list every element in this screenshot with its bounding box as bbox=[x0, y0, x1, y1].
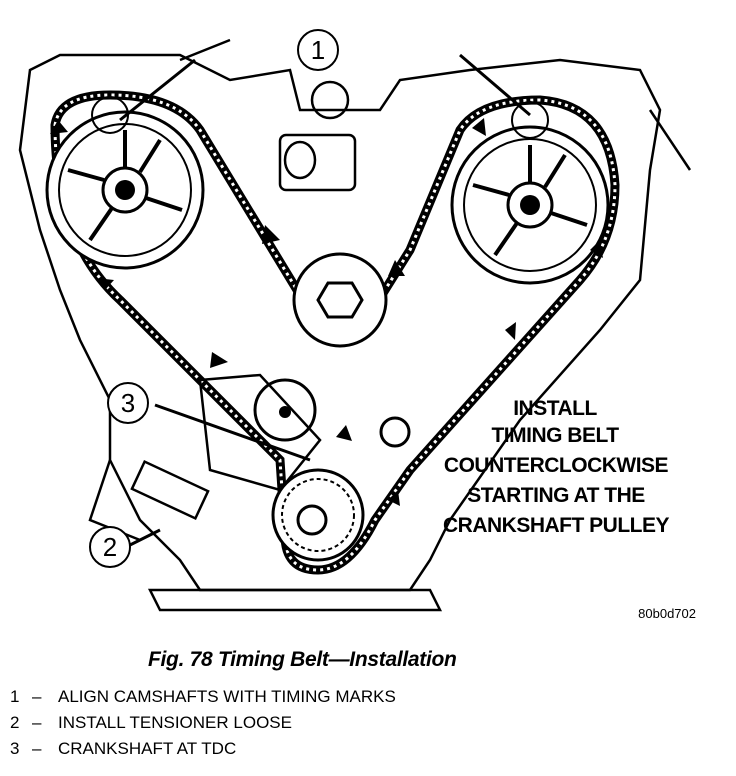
instruction-line-2: TIMING BELT bbox=[491, 424, 619, 447]
instruction-line-1: INSTALL bbox=[513, 397, 597, 420]
crankshaft-sprocket bbox=[271, 468, 365, 562]
figure-caption: Fig. 78 Timing Belt—Installation bbox=[148, 648, 457, 671]
instruction-line-4: STARTING AT THE bbox=[467, 484, 645, 507]
callout-3: 3 bbox=[107, 382, 149, 424]
legend-dash: – bbox=[32, 713, 42, 732]
idler-pulley bbox=[379, 416, 411, 448]
legend-dash: – bbox=[32, 739, 42, 758]
left-camshaft-sprocket bbox=[45, 110, 205, 270]
legend-dash: – bbox=[32, 687, 42, 706]
legend-number: 1 bbox=[10, 687, 20, 706]
right-timing-mark-circle bbox=[511, 101, 549, 139]
thermostat-housing bbox=[278, 80, 357, 192]
legend-item: 2–INSTALL TENSIONER LOOSE bbox=[10, 710, 396, 736]
timing-belt-teeth bbox=[53, 93, 617, 572]
callout-2: 2 bbox=[89, 526, 131, 568]
svg-text:1: 1 bbox=[311, 35, 325, 65]
legend-item: 1–ALIGN CAMSHAFTS WITH TIMING MARKS bbox=[10, 684, 396, 710]
legend: 1–ALIGN CAMSHAFTS WITH TIMING MARKS 2–IN… bbox=[10, 684, 396, 762]
callout-1: 1 bbox=[297, 29, 339, 71]
leader-lines bbox=[119, 53, 531, 547]
engine-block-outline bbox=[18, 38, 692, 612]
legend-text: INSTALL TENSIONER LOOSE bbox=[58, 713, 292, 732]
legend-number: 2 bbox=[10, 713, 20, 732]
instruction-line-5: CRANKSHAFT PULLEY bbox=[443, 514, 669, 537]
tensioner-assembly bbox=[130, 373, 322, 521]
timing-belt-diagram: 1 3 2 INSTALL TIMING BELT COUNTERCLOCKWI… bbox=[18, 29, 696, 621]
tensioner-pulley bbox=[253, 378, 317, 442]
install-instruction: INSTALL TIMING BELT COUNTERCLOCKWISE STA… bbox=[443, 397, 670, 537]
legend-item: 3–CRANKSHAFT AT TDC bbox=[10, 736, 396, 762]
figure-id: 80b0d702 bbox=[638, 606, 696, 621]
instruction-line-3: COUNTERCLOCKWISE bbox=[444, 454, 669, 477]
belt-direction-arrows bbox=[50, 118, 603, 506]
legend-number: 3 bbox=[10, 739, 20, 758]
svg-text:2: 2 bbox=[103, 532, 117, 562]
right-camshaft-sprocket bbox=[450, 125, 610, 285]
legend-text: CRANKSHAFT AT TDC bbox=[58, 739, 237, 758]
svg-text:3: 3 bbox=[121, 388, 135, 418]
legend-text: ALIGN CAMSHAFTS WITH TIMING MARKS bbox=[58, 687, 396, 706]
water-pump-pulley bbox=[292, 252, 388, 348]
